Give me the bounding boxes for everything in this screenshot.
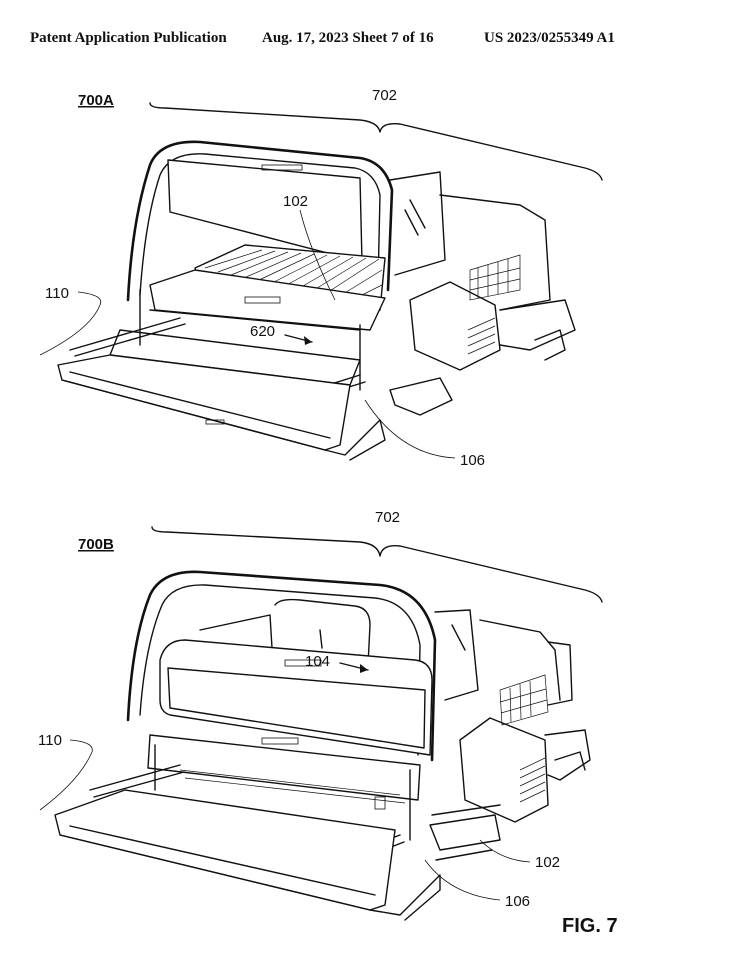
side-box-vent-b — [519, 757, 546, 803]
cab-wall-b — [434, 609, 561, 701]
window-light-a — [261, 164, 303, 171]
drawer-frame-a — [139, 289, 361, 391]
ref-102a: 102 — [283, 193, 308, 210]
drawer-perforation-b — [179, 769, 406, 804]
tailgate-lip-b — [59, 825, 376, 911]
roll-bar-inner-b — [139, 584, 421, 756]
figure-id-700a: 700A — [78, 92, 114, 109]
roll-bar-a — [126, 140, 394, 302]
seat-left-b — [199, 614, 273, 649]
brace-702a — [149, 102, 603, 181]
arrowhead-104 — [360, 664, 368, 673]
leader-106b — [424, 859, 501, 901]
brace-702b — [151, 526, 603, 603]
seat-back-b — [274, 598, 371, 666]
tailgate-lip-a — [61, 371, 331, 451]
box-104-handle — [284, 659, 322, 667]
side-mesh-b — [499, 674, 549, 726]
bed-rail-right-b — [544, 729, 591, 781]
rail-left-b — [89, 764, 185, 798]
arrowhead-620 — [304, 336, 312, 345]
floor-plate-a — [389, 377, 453, 416]
drawer-102b — [429, 814, 501, 851]
side-panel-b — [547, 641, 573, 706]
tailgate-a — [57, 354, 351, 451]
bed-rail-right-a — [499, 299, 576, 361]
ref-106b: 106 — [505, 893, 530, 910]
tailgate-latch-a — [205, 419, 225, 425]
cab-wall-a — [389, 171, 446, 276]
publication-number: US 2023/0255349 A1 — [484, 30, 615, 46]
drawer-handle-b — [261, 737, 299, 745]
figure-700a: 700A 702 — [39, 87, 603, 469]
publication-type: Patent Application Publication — [30, 30, 227, 46]
tailgate-b — [54, 789, 396, 911]
ref-110a: 110 — [45, 285, 69, 302]
rail-left-a — [69, 317, 186, 357]
side-mesh-a — [469, 254, 521, 301]
leader-102b — [479, 839, 531, 863]
leader-110b — [39, 739, 93, 811]
leader-110a — [39, 291, 102, 356]
ref-110b: 110 — [38, 732, 62, 749]
side-handle-a — [404, 199, 426, 236]
page-header: Patent Application Publication Aug. 17, … — [0, 30, 745, 54]
publication-date-sheet: Aug. 17, 2023 Sheet 7 of 16 — [262, 30, 434, 46]
side-box-a — [409, 281, 501, 371]
ref-106a: 106 — [460, 452, 485, 469]
drawer-102b-rail — [431, 804, 501, 861]
drawer-handle-a — [244, 296, 281, 304]
roll-bar-b — [126, 570, 437, 762]
leader-106a — [364, 399, 456, 459]
ref-702a: 702 — [372, 87, 397, 104]
ref-102b: 102 — [535, 854, 560, 871]
cargo-grid-lines-a — [204, 249, 383, 303]
ref-104: 104 — [305, 653, 330, 670]
side-box-vent-a — [467, 317, 496, 355]
box-104-face — [167, 667, 426, 749]
leader-102a — [299, 209, 336, 301]
bumper-b — [369, 874, 441, 921]
drawer-frame-b — [147, 734, 421, 841]
figure-caption: FIG. 7 — [562, 915, 618, 937]
ref-620: 620 — [250, 323, 275, 340]
side-panel-a — [439, 194, 551, 311]
rail-bracket-b — [374, 796, 386, 810]
side-box-b — [459, 717, 549, 823]
figure-700b: 700B 702 — [38, 509, 603, 921]
figure-id-700b: 700B — [78, 536, 114, 553]
ref-702b: 702 — [375, 509, 400, 526]
